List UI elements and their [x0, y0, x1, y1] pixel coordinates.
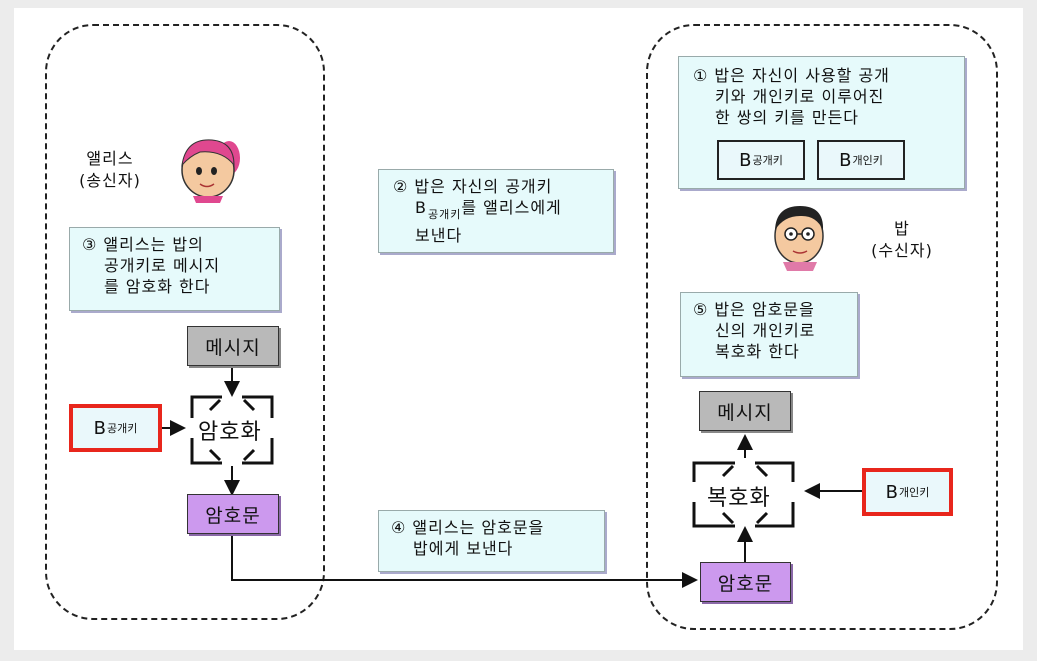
decrypt-label: 복호화	[707, 486, 771, 511]
step3-line1: ③ 앨리스는 밥의	[82, 235, 204, 254]
step4-line1: ④ 앨리스는 암호문을	[391, 518, 545, 537]
step5-line1: ⑤ 밥은 암호문을	[693, 300, 815, 319]
step2-key-sub: 공개키	[427, 208, 462, 221]
bob-private-key-letter: B	[839, 149, 852, 171]
step2-line2-rest: 를 앨리스에게	[461, 198, 562, 217]
step1-line2: 키와 개인키로 이루어진	[715, 87, 885, 106]
encrypt-processor-frame	[190, 395, 274, 465]
alice-name: 앨리스	[86, 149, 134, 168]
step3-line2: 공개키로 메시지	[104, 256, 221, 275]
bob-public-key-letter: B	[739, 149, 752, 171]
bob-private-key-sub: 개인키	[852, 154, 883, 167]
bob-avatar	[774, 206, 824, 271]
step2-line3: 보낸다	[415, 226, 463, 245]
step1-line1: ① 밥은 자신이 사용할 공개	[693, 66, 890, 85]
step2-note: ② 밥은 자신의 공개키 B공개키를 앨리스에게 보낸다	[378, 169, 614, 253]
alice-label: 앨리스 (송신자)	[70, 148, 150, 192]
step1-line3: 한 쌍의 키를 만든다	[715, 108, 860, 127]
step3-note: ③ 앨리스는 밥의 공개키로 메시지 를 암호화 한다	[69, 227, 280, 311]
arrow-send-ciphertext	[231, 534, 698, 588]
bob-frame	[646, 24, 998, 630]
step5-note: ⑤ 밥은 암호문을 신의 개인키로 복호화 한다	[680, 292, 858, 377]
step4-note: ④ 앨리스는 암호문을 밥에게 보낸다	[378, 510, 605, 572]
step5-line2: 신의 개인키로	[715, 321, 816, 340]
step2-key-letter: B	[415, 198, 427, 217]
bob-ciphertext-box: 암호문	[700, 562, 791, 602]
alice-frame	[45, 24, 325, 620]
bob-label: 밥 (수신자)	[862, 218, 942, 262]
alice-avatar	[181, 139, 240, 203]
bob-private-key-used-letter: B	[885, 481, 898, 503]
bob-public-key-sub: 공개키	[752, 154, 783, 167]
decrypt-processor-frame	[692, 461, 795, 528]
bob-message-box: 메시지	[699, 391, 791, 431]
step2-line1: ② 밥은 자신의 공개키	[393, 177, 553, 196]
bob-role: (수신자)	[871, 241, 933, 260]
step2-line2: B공개키를 앨리스에게	[393, 197, 603, 225]
bob-name: 밥	[894, 219, 910, 238]
step4-line2: 밥에게 보낸다	[413, 539, 514, 558]
step3-line3: 를 암호화 한다	[104, 277, 211, 296]
alice-public-key-letter: B	[93, 417, 106, 439]
alice-message-box: 메시지	[187, 326, 279, 366]
step5-line3: 복호화 한다	[715, 342, 800, 361]
bob-private-key-used-sub: 개인키	[898, 486, 930, 499]
alice-role: (송신자)	[79, 171, 141, 190]
alice-ciphertext-box: 암호문	[187, 494, 279, 534]
alice-public-key-sub: 공개키	[106, 422, 138, 435]
encrypt-label: 암호화	[198, 420, 262, 445]
